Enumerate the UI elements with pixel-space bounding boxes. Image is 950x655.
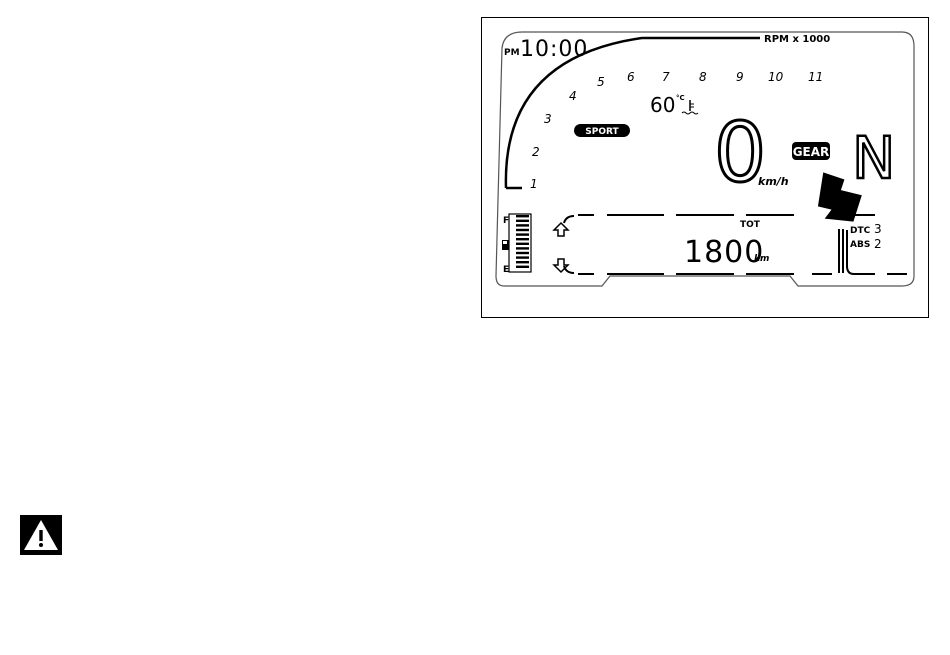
rpm-tick-10: 10 <box>768 70 784 84</box>
fuel-bar <box>516 256 529 258</box>
fuel-bar <box>516 266 529 268</box>
rpm-tick-6: 6 <box>627 70 635 84</box>
speed-unit: km/h <box>758 175 789 188</box>
fuel-bar <box>516 220 529 222</box>
fuel-bar <box>516 243 529 245</box>
fuel-bar <box>516 238 529 240</box>
temperature-unit: °C <box>676 94 685 102</box>
rpm-tick-3: 3 <box>544 112 552 126</box>
abs-value: 2 <box>874 237 882 251</box>
rpm-tick-2: 2 <box>532 145 540 159</box>
rpm-tick-9: 9 <box>736 70 744 84</box>
up-arrow-icon <box>554 223 568 236</box>
clock-time: 10:00 <box>520 37 588 62</box>
fuel-bar <box>516 224 529 226</box>
rpm-tick-1: 1 <box>530 177 538 191</box>
rpm-tick-5: 5 <box>597 75 605 89</box>
fuel-bar <box>516 229 529 231</box>
rpm-label: RPM x 1000 <box>764 34 830 45</box>
fuel-pump-icon <box>502 240 509 250</box>
rpm-tick-8: 8 <box>699 70 707 84</box>
fuel-empty-label: E <box>503 265 509 275</box>
gear-value: N <box>852 124 895 192</box>
fuel-bar <box>516 215 529 217</box>
fuel-bar <box>516 247 529 249</box>
rpm-tick-7: 7 <box>662 70 670 84</box>
sport-label: SPORT <box>585 127 619 137</box>
rpm-tick-11: 11 <box>808 70 823 84</box>
fuel-bar <box>516 261 529 263</box>
odometer-unit: km <box>754 254 769 264</box>
odometer-value: 1800 <box>684 235 764 270</box>
gear-label: GEAR <box>793 145 830 159</box>
dtc-label: DTC <box>850 226 871 236</box>
abs-label: ABS <box>850 240 870 250</box>
fuel-bar <box>516 252 529 254</box>
cluster-svg: PM 10:00 RPM x 1000 1 2 3 4 5 6 7 8 9 10… <box>482 18 930 319</box>
fuel-full-label: F <box>503 216 509 226</box>
dtc-value: 3 <box>874 222 882 236</box>
coolant-icon <box>682 100 698 114</box>
warning-icon <box>20 515 62 555</box>
fuel-bar <box>516 233 529 235</box>
odometer-label: TOT <box>740 220 761 230</box>
clock-period: PM <box>504 48 520 58</box>
fuel-gauge: F E <box>502 214 531 275</box>
temperature-value: 60 <box>650 93 675 117</box>
fuel-level-bars <box>516 215 529 268</box>
rpm-tick-4: 4 <box>569 89 577 103</box>
instrument-cluster-diagram: PM 10:00 RPM x 1000 1 2 3 4 5 6 7 8 9 10… <box>481 17 929 318</box>
